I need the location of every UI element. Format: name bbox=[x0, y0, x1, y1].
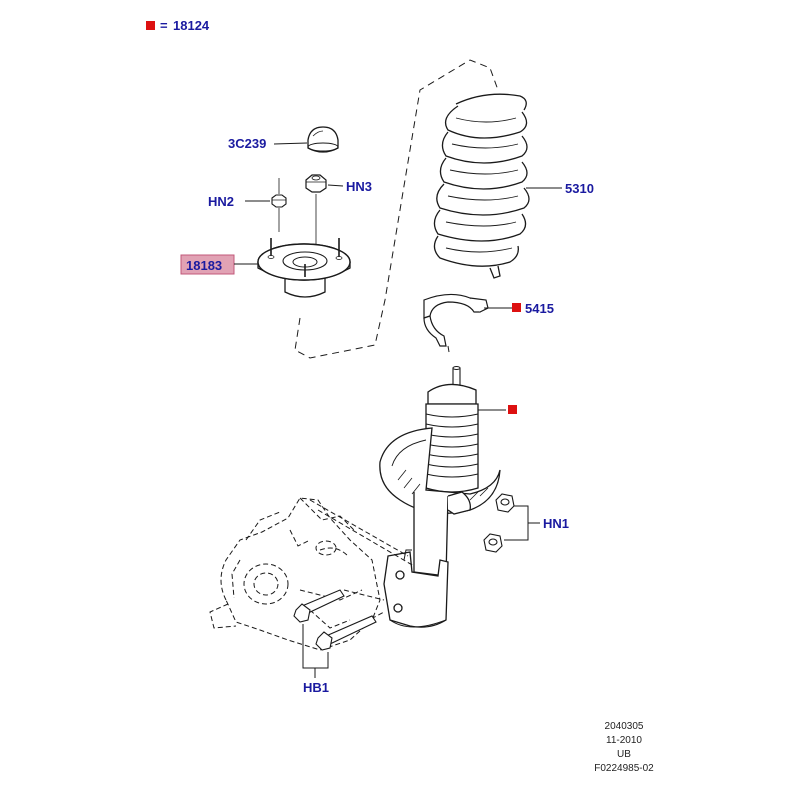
callout-5310: 5310 bbox=[565, 181, 594, 196]
spring-seat-plate bbox=[379, 427, 501, 514]
callout-18183: 18183 bbox=[186, 258, 222, 273]
strut-nut-hn1-lower bbox=[483, 533, 503, 553]
marker-strut bbox=[508, 405, 517, 414]
spring-insulator-5415 bbox=[423, 293, 489, 353]
callout-3c239: 3C239 bbox=[228, 136, 266, 151]
leader-hn3 bbox=[327, 184, 344, 187]
dashed-assembly-outline bbox=[294, 59, 499, 359]
callout-hn3: HN3 bbox=[346, 179, 372, 194]
callout-5415: 5415 bbox=[525, 301, 554, 316]
strut-nut-hn1-upper bbox=[495, 493, 515, 513]
dust-cap-3c239 bbox=[307, 126, 339, 153]
steering-knuckle-dashed bbox=[209, 497, 415, 651]
leader-3c239 bbox=[273, 142, 308, 145]
legend-equals: = bbox=[160, 18, 168, 33]
info-line-1: 2040305 bbox=[605, 721, 644, 732]
info-line-2: 11-2010 bbox=[606, 735, 642, 746]
knuckle-bolt-hb1-lower bbox=[315, 615, 377, 651]
callout-hn1: HN1 bbox=[543, 516, 569, 531]
stud-nut-hn2 bbox=[271, 194, 287, 208]
callout-hb1: HB1 bbox=[303, 680, 329, 695]
info-line-3: UB bbox=[617, 749, 631, 760]
strut-assembly bbox=[425, 366, 479, 493]
marker-5415 bbox=[512, 303, 521, 312]
bracket-hb1 bbox=[302, 624, 329, 678]
strut-tube bbox=[383, 491, 471, 628]
legend-part-number: 18124 bbox=[173, 18, 210, 33]
bracket-hn1 bbox=[504, 505, 540, 541]
info-line-4: F0224985-02 bbox=[594, 763, 654, 774]
strut-mount-18183 bbox=[257, 238, 351, 298]
legend: = 18124 bbox=[146, 18, 210, 33]
top-nut-hn3 bbox=[305, 174, 327, 193]
coil-spring-5310 bbox=[433, 93, 530, 279]
drawing-info-block: 2040305 11-2010 UB F0224985-02 bbox=[594, 721, 654, 774]
legend-marker bbox=[146, 21, 155, 30]
knuckle-bolt-hb1-upper bbox=[293, 589, 345, 623]
callout-hn2: HN2 bbox=[208, 194, 234, 209]
